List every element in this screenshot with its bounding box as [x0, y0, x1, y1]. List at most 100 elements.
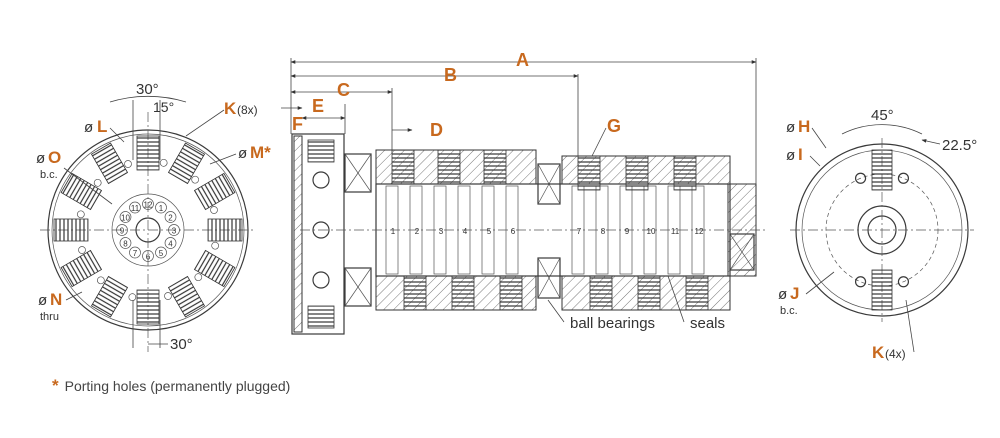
left-port-thread [207, 218, 243, 242]
callout-ball-bearings: ball bearings [570, 315, 655, 332]
face-port-number: 8 [123, 240, 128, 249]
face-port-number: 7 [133, 249, 138, 258]
right-end-view [790, 138, 974, 322]
left-bolt-hole [211, 241, 220, 250]
face-port-number: 6 [146, 253, 151, 262]
flange-lip [293, 135, 303, 333]
passage-number: 11 [671, 227, 680, 236]
left-port-thread [136, 135, 160, 171]
shaft-ring [643, 185, 657, 275]
passage-number: 6 [511, 227, 516, 236]
passage-number: 9 [625, 227, 630, 236]
leader-K-right [905, 299, 915, 353]
left-port-thread [53, 218, 89, 242]
left-port-thread [167, 142, 206, 185]
face-port-number: 12 [144, 201, 153, 210]
face-port-circle [119, 211, 132, 223]
face-port-circle [155, 201, 167, 214]
label-M: M* [250, 143, 271, 162]
passage-number: 5 [487, 227, 492, 236]
callout-seals: seals [690, 315, 725, 332]
left-bolt-hole [76, 210, 85, 219]
shaft-passage-rings [385, 185, 705, 275]
passage-number: 12 [695, 227, 704, 236]
shaft-ring [433, 185, 447, 275]
left-radial-port [90, 142, 129, 187]
shaft-ring [481, 185, 495, 275]
right-bolt-hole [897, 276, 910, 288]
right-bolt-hole [854, 172, 867, 184]
angle-30-bottom: 30° [170, 336, 193, 353]
face-port-circle [164, 211, 177, 223]
housing-port-bottom [685, 275, 709, 311]
left-bolt-hole [194, 273, 203, 282]
shaft-ring [505, 185, 519, 275]
face-port-number: 9 [120, 227, 125, 236]
angle-45-arc [841, 124, 923, 135]
label-O: O [48, 148, 61, 167]
face-port-circle [142, 198, 154, 210]
label-K-right: K [872, 343, 885, 362]
left-radial-port [136, 289, 172, 325]
label-O-bc: b.c. [40, 169, 58, 181]
left-radial-ports [53, 135, 243, 325]
left-radial-port [53, 218, 89, 254]
face-port-circle [168, 224, 180, 236]
passage-number: 1 [391, 227, 396, 236]
label-L: L [97, 117, 107, 136]
footnote-text: Porting holes (permanently plugged) [64, 378, 291, 394]
face-port-number: 10 [121, 214, 130, 223]
left-port-thread [193, 172, 236, 211]
face-port-number: 4 [168, 240, 173, 249]
right-port-top [871, 149, 893, 191]
label-N: N [50, 290, 62, 309]
label-M-dia: ø [238, 145, 247, 162]
leader-seals [667, 275, 685, 323]
left-bolt-hole [159, 158, 168, 167]
right-bolt-holes [854, 172, 910, 288]
shaft-ring [457, 185, 471, 275]
housing-port-top [391, 149, 415, 185]
angle-15-top: 15° [153, 99, 174, 115]
face-port-number: 11 [131, 204, 140, 213]
face-port-number: 1 [159, 204, 164, 213]
left-bolt-hole [164, 292, 172, 300]
left-radial-port [207, 206, 243, 242]
housing-port-bottom [451, 275, 475, 311]
label-N-thru: thru [40, 311, 59, 323]
flange-port-top [307, 139, 335, 163]
label-G: G [607, 116, 621, 136]
housing-port-bottom [589, 275, 613, 311]
label-D: D [430, 120, 443, 140]
label-H-dia: ø [786, 119, 795, 136]
leader-N [65, 291, 83, 301]
left-port-thread [193, 249, 236, 288]
label-J: J [790, 284, 799, 303]
housing-port-bottom [403, 275, 427, 311]
label-K-left-count: (8x) [237, 103, 258, 117]
label-E: E [312, 96, 324, 116]
label-F: F [292, 114, 303, 134]
face-port-circle [119, 237, 132, 249]
label-I: I [798, 145, 803, 164]
passage-number: 4 [463, 227, 468, 236]
angle-30-top: 30° [136, 81, 159, 98]
angle-22-5: 22.5° [942, 137, 977, 154]
label-J-dia: ø [778, 286, 787, 303]
section-dimensions [281, 58, 757, 184]
left-bolt-hole [191, 175, 200, 184]
left-port-thread [136, 289, 160, 325]
left-bolt-hole [210, 206, 218, 214]
left-radial-port [193, 241, 236, 288]
right-bolt-hole [854, 276, 867, 288]
left-port-thread [60, 249, 103, 288]
bearing-left-bottom [344, 267, 372, 307]
housing-port-bottom [499, 275, 523, 311]
passage-number: 3 [439, 227, 444, 236]
left-radial-port [60, 249, 105, 288]
label-A: A [516, 50, 529, 70]
